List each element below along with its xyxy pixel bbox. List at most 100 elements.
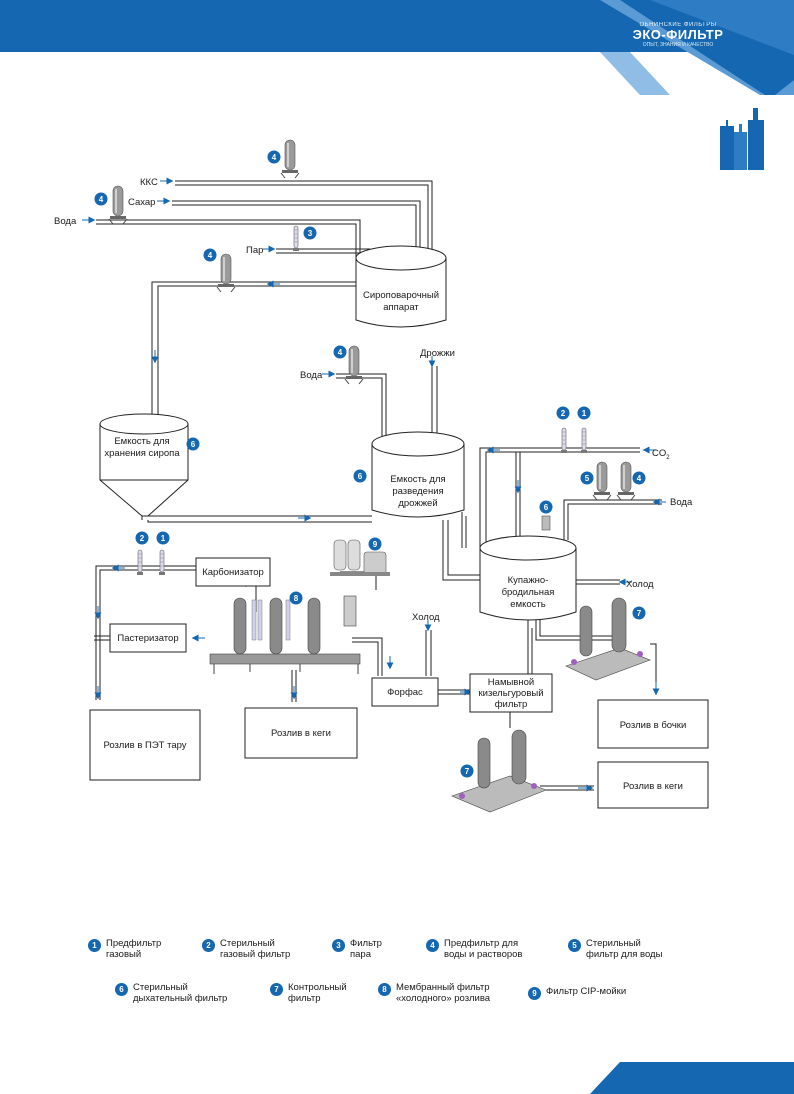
svg-text:3: 3 <box>308 229 313 238</box>
legend-text: Стерильный <box>133 982 188 993</box>
filter-housing <box>216 253 236 293</box>
filter-housing <box>108 185 128 225</box>
filter-badge: 2 <box>556 406 570 420</box>
svg-text:5: 5 <box>585 474 590 483</box>
legend-text: Мембранный фильтр <box>396 982 490 993</box>
svg-text:1: 1 <box>161 534 166 543</box>
svg-text:1: 1 <box>582 409 587 418</box>
legend-text: газовый фильтр <box>220 949 291 960</box>
input-steam-label: Пар <box>246 245 263 256</box>
legend-badge: 5 <box>568 939 581 952</box>
footer-accent <box>590 1062 794 1094</box>
filter-housing <box>344 345 364 385</box>
badges: 4 4 3 4 4 6 6 2 1 5 4 6 2 1 9 8 7 7 <box>94 150 646 778</box>
svg-text:6: 6 <box>191 440 196 449</box>
ferment-tank-label-3: емкость <box>510 599 545 610</box>
filter-housing <box>280 139 300 179</box>
filter-badge: 7 <box>460 764 474 778</box>
cartridge-filter <box>580 427 588 454</box>
forfas-box <box>371 677 439 707</box>
kieselguhr-label-3: фильтр <box>495 699 528 710</box>
legend-badge: 4 <box>426 939 439 952</box>
logo-top-text: ОБНИНСКИЕ ФИЛЬТРЫ <box>639 22 717 28</box>
legend-text: Фильтр CIP-мойки <box>546 986 627 997</box>
keg-bottling-label-1: Розлив в кеги <box>271 728 331 739</box>
carbonizer-label: Карбонизатор <box>202 567 264 578</box>
ferment-tank-label-1: Купажно- <box>508 575 549 586</box>
input-yeast-label: Дрожжи <box>420 348 455 359</box>
svg-text:4: 4 <box>637 474 642 483</box>
syrup-storage-label-2: хранения сиропа <box>104 448 180 459</box>
svg-text:2: 2 <box>561 409 566 418</box>
fermentation-tank <box>479 535 577 621</box>
legend-badge: 2 <box>202 939 215 952</box>
svg-text:9: 9 <box>373 540 378 549</box>
input-water2-label: Вода <box>300 370 323 381</box>
pasteurizer-label: Пастеризатор <box>117 633 178 644</box>
legend-text: Предфильтр <box>106 938 162 949</box>
svg-text:6: 6 <box>544 503 549 512</box>
pasteurizer-box <box>109 623 187 653</box>
filter-badge: 6 <box>539 500 553 514</box>
carbonizer-box <box>195 557 271 587</box>
cip-filter-unit <box>330 539 390 576</box>
syrup-cooker <box>355 245 447 328</box>
legend-text: Предфильтр для <box>444 938 519 949</box>
syrup-storage-tank <box>99 413 189 517</box>
yeast-tank-label-3: дрожжей <box>398 498 437 509</box>
input-water-label: Вода <box>54 216 77 227</box>
filter-badge: 4 <box>333 345 347 359</box>
co2-subscript: 2 <box>666 455 670 461</box>
input-cold2-label: Холод <box>412 612 440 623</box>
input-co2-label: CO2 <box>652 448 670 461</box>
control-filter-skid-1 <box>565 597 651 681</box>
svg-text:4: 4 <box>208 251 213 260</box>
filter-badge: 1 <box>577 406 591 420</box>
legend-text: воды и растворов <box>444 949 523 960</box>
legend-text: фильтр для воды <box>586 949 663 960</box>
legend-badge: 3 <box>332 939 345 952</box>
kieselguhr-box <box>469 673 553 713</box>
cartridge-filter <box>292 225 300 252</box>
input-water3-label: Вода <box>670 497 693 508</box>
filter-badge: 6 <box>353 469 367 483</box>
legend-badge: 6 <box>115 983 128 996</box>
svg-text:7: 7 <box>637 609 642 618</box>
logo-stripes <box>600 0 794 95</box>
svg-text:2: 2 <box>140 534 145 543</box>
legend-text: Стерильный <box>220 938 275 949</box>
legend-text: пара <box>350 949 371 960</box>
yeast-tank-label-1: Емкость для <box>390 474 445 485</box>
filter-badge: 4 <box>267 150 281 164</box>
legend-text: фильтр <box>288 993 321 1004</box>
membrane-filter-skid <box>209 595 361 674</box>
filter-badge: 4 <box>632 471 646 485</box>
svg-text:4: 4 <box>272 153 277 162</box>
legend-text: дыхательный фильтр <box>133 993 228 1004</box>
logo-main-text: ЭКО-ФИЛЬТР <box>632 27 724 42</box>
input-sugar-label: Сахар <box>128 197 155 208</box>
filter-badge: 9 <box>368 537 382 551</box>
input-kks-label: ККС <box>140 177 158 188</box>
co2-text: CO <box>652 448 666 459</box>
filter-housing <box>592 461 612 501</box>
svg-text:4: 4 <box>99 195 104 204</box>
legend-item-9: 9 Фильтр CIP-мойки <box>528 986 626 1000</box>
yeast-tank-label-2: разведения <box>392 486 443 497</box>
filter-badge: 8 <box>289 591 303 605</box>
filter-badge: 1 <box>156 531 170 545</box>
filter-housing <box>616 461 636 501</box>
legend-text: Контрольный <box>288 982 347 993</box>
keg-bottling-box-1 <box>244 707 358 759</box>
legend-badge: 8 <box>378 983 391 996</box>
svg-text:6: 6 <box>358 472 363 481</box>
filter-badge: 5 <box>580 471 594 485</box>
filter-badge: 2 <box>135 531 149 545</box>
